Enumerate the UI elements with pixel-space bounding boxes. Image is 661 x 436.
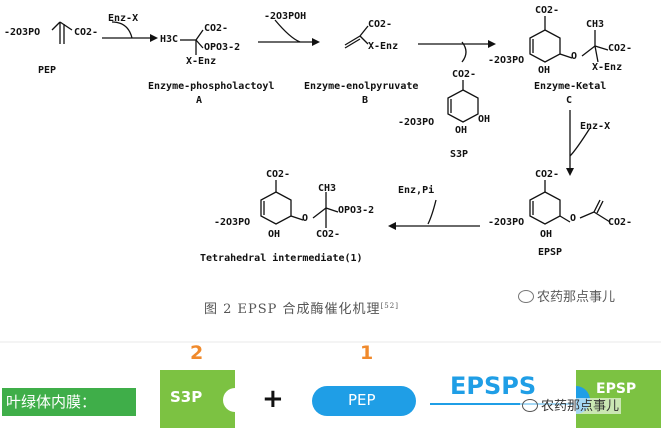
ketal-top-carboxylate: CO2- [535,5,560,16]
reagent-phosphate: -2O3POH [264,11,307,22]
tetrahedral-oxygen: O [302,213,309,224]
ketal-phosphate: -2O3PO [488,55,525,66]
tetrahedral-methyl: CH3 [318,183,337,194]
watermark-bottom: 农药那点事儿 [520,398,622,414]
epsp-top-carboxylate: CO2- [535,169,560,180]
pep-bond [51,21,61,31]
epsp-block-label: EPSP [596,381,637,397]
epsp-ring [529,191,561,225]
tetrahedral-bond [290,215,304,221]
figure-caption: 图 2 EPSP 合成酶催化机理[52] [204,302,399,317]
s3p-carboxylate: CO2- [452,69,477,80]
membrane-label-text: 叶绿体内膜： [6,393,97,411]
tetrahedral-top-carboxylate: CO2- [266,169,291,180]
ketal-oxygen: O [571,51,578,62]
epsp-label: EPSP [538,247,563,258]
ketal-ring [529,29,561,63]
arrow-3-head [488,40,496,48]
phospholactoyl-carboxylate: CO2- [204,23,229,34]
s3p-block-label: S3P [170,388,203,406]
ketal-bond [581,45,596,57]
enolpyruvate-letter: B [362,95,369,106]
epsp-carboxylate: CO2- [608,217,633,228]
epsp-bond [559,215,571,223]
epsp-hydroxyl: OH [540,229,553,240]
s3p-phosphate: -2O3PO [398,117,435,128]
tetrahedral-label: Tetrahedral intermediate(1) [200,253,363,264]
s3p-hydroxyl-2: OH [478,114,491,125]
epsp-bond [579,211,595,219]
enzyme-label: EPSPS [450,372,537,400]
s3p-ring [447,89,479,123]
ketal-bond [594,45,609,51]
arrow-1-head [150,34,158,42]
pep-phosphate: -2O3PO [4,27,41,38]
figure-caption-text: 图 2 EPSP 合成酶催化机理 [204,302,381,317]
arrow-5-head [388,222,396,230]
pep-pill-label: PEP [348,391,376,409]
epsp-double [596,200,604,214]
phospholactoyl-enzyme: X-Enz [186,56,217,67]
order-number-pep: 1 [360,342,374,364]
phospholactoyl-letter: A [196,95,203,106]
watermark-bottom-text: 农药那点事儿 [541,399,620,414]
phospholactoyl-phosphate: OPO3-2 [204,42,241,53]
ketal-methyl: CH3 [586,19,605,30]
ketal-hydroxyl: OH [538,65,551,76]
plus-sign: + [262,384,284,414]
tetrahedral-phosphate-2: OPO3-2 [338,205,375,216]
ketal-enzyme: X-Enz [592,62,623,73]
reagent-enz-x-2: Enz-X [580,121,611,132]
order-number-s3p: 2 [190,342,204,364]
enolpyruvate-bond [359,25,369,37]
pep-bond [59,21,73,31]
enolpyruvate-bond [344,38,361,49]
s3p-hydroxyl-1: OH [455,125,468,136]
arrow-2-curve [274,19,301,43]
wechat-icon [518,290,534,303]
enolpyruvate-bond [359,35,369,45]
epsp-oxygen: O [570,213,577,224]
enolpyruvate-label: Enzyme-enolpyruvate [304,81,419,92]
figure-caption-ref: [52] [380,302,399,310]
wechat-icon [522,399,538,412]
phospholactoyl-label: Enzyme-phospholactoyl [148,81,275,92]
arrow-4-curve [569,127,591,157]
ketal-carboxylate: CO2- [608,43,633,54]
epsp-double [593,199,601,213]
arrow-2-head [312,38,320,46]
tetrahedral-ring [260,191,292,225]
reagent-enz-x-1: Enz-X [108,13,139,24]
enolpyruvate-enzyme: X-Enz [368,41,399,52]
phospholactoyl-bond [195,39,204,49]
arrow-3-curve [461,41,467,63]
arrow-1-curve [111,21,133,39]
ketal-label: Enzyme-Ketal [534,81,607,92]
reagent-enz-pi: Enz,Pi [398,185,435,196]
pep-label: PEP [38,65,57,76]
membrane-label: 叶绿体内膜： [2,388,136,416]
tetrahedral-bond [312,207,327,219]
tetrahedral-bond [325,207,339,213]
s3p-label: S3P [450,149,469,160]
tetrahedral-phosphate: -2O3PO [214,217,251,228]
epsp-phosphate: -2O3PO [488,217,525,228]
watermark-top: 农药那点事儿 [518,290,615,304]
enolpyruvate-carboxylate: CO2- [368,19,393,30]
arrow-4-head [566,168,574,176]
pep-carboxylate: CO2- [74,27,99,38]
watermark-top-text: 农药那点事儿 [537,290,616,305]
arrow-5-curve [427,199,437,225]
phospholactoyl-methyl: H3C [160,34,179,45]
tetrahedral-carboxylate: CO2- [316,229,341,240]
epsp-bond [593,211,611,223]
phospholactoyl-bond [195,29,204,41]
ketal-letter: C [566,95,573,106]
tetrahedral-hydroxyl: OH [268,229,281,240]
enolpyruvate-bond [344,35,361,46]
ketal-bond [559,53,573,59]
ketal-bond [594,45,599,63]
